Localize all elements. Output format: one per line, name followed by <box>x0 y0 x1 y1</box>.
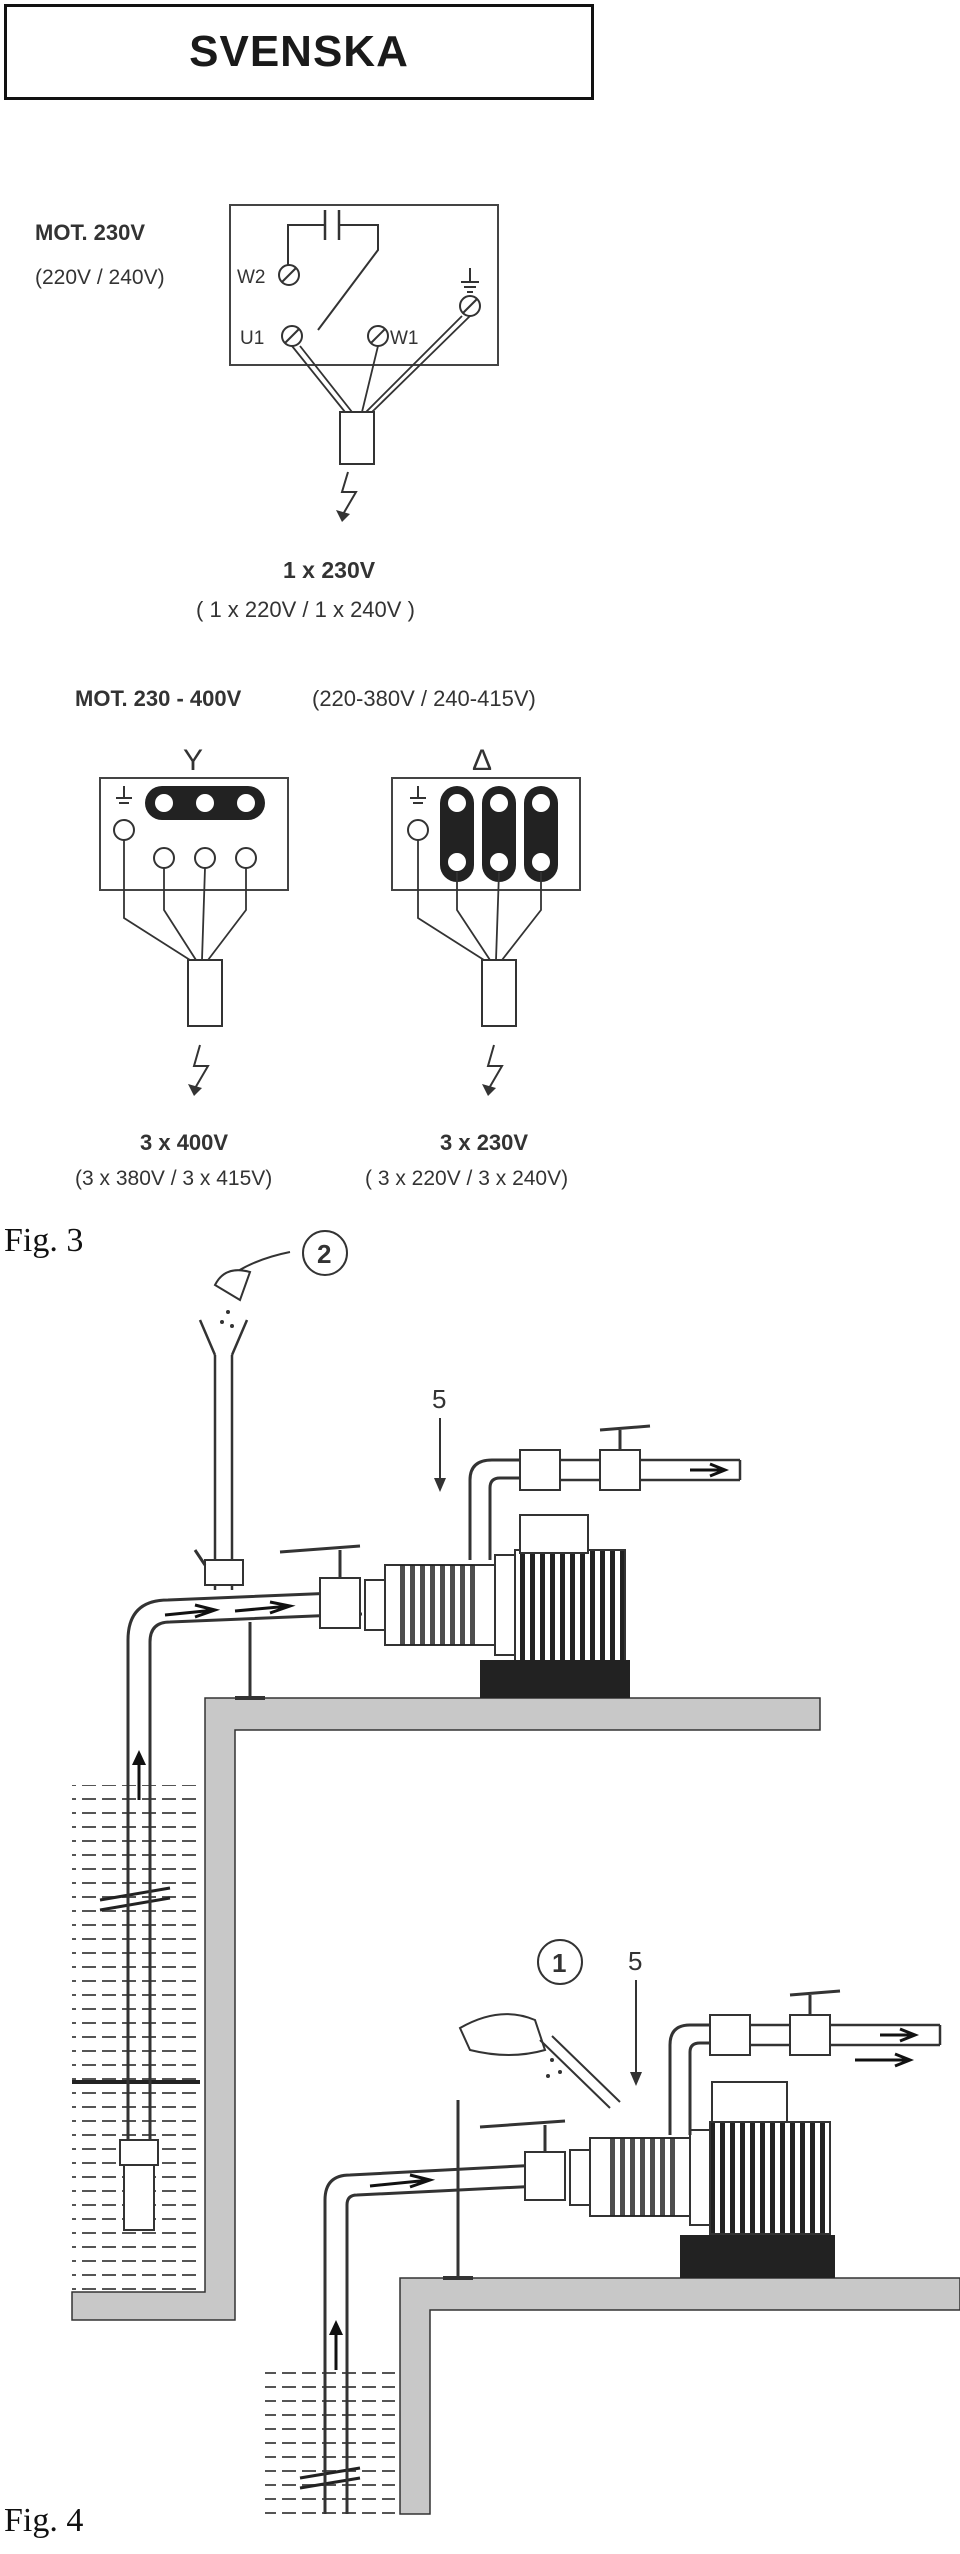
star-supply: 3 x 400V <box>140 1130 228 1155</box>
delta-connection-symbol: Δ <box>472 744 492 777</box>
callout-2-number: 2 <box>317 1239 331 1269</box>
fig3-label: Fig. 3 <box>4 1222 84 1259</box>
single-phase-cable <box>339 411 375 465</box>
single-phase-motor-alt: (220V / 240V) <box>35 266 165 289</box>
bottom-installation: 1 5 <box>265 1939 960 2515</box>
star-connection-symbol: Y <box>183 744 203 777</box>
fig3-wiring-diagram: MOT. 230V (220V / 240V) W2 U1 W1 <box>35 204 581 1190</box>
lightning-icon <box>336 471 358 522</box>
flow-arrow-icon <box>132 1600 296 1800</box>
bottom-discharge-valve <box>709 1989 942 2056</box>
earth-icon <box>410 786 426 804</box>
delta-terminal-box <box>391 777 581 891</box>
three-phase-motor-alt: (220-380V / 240-415V) <box>312 686 536 711</box>
delta-supply-alt: ( 3 x 220V / 3 x 240V) <box>365 1167 568 1190</box>
bottom-part-number-5: 5 <box>628 1946 642 1976</box>
star-terminal-box <box>99 777 289 891</box>
delta-supply: 3 x 230V <box>440 1130 528 1155</box>
bottom-suction-valve <box>479 2119 566 2201</box>
callout-1: 1 <box>537 1939 583 1985</box>
callout-1-number: 1 <box>552 1948 566 1978</box>
lightning-icon <box>482 1044 504 1096</box>
star-cable <box>187 959 223 1027</box>
foot-valve <box>119 2139 159 2231</box>
lightning-icon <box>188 1044 210 1096</box>
top-pump <box>364 1458 630 1698</box>
terminal-label-w2: W2 <box>237 267 266 288</box>
terminal-w2 <box>278 264 300 286</box>
single-phase-supply: 1 x 230V <box>283 557 376 583</box>
language-header: SVENSKA <box>4 4 594 100</box>
bottom-pump <box>569 2023 835 2278</box>
callout-2: 2 <box>302 1230 348 1276</box>
pouring-hand-icon <box>458 2013 621 2109</box>
fig4-installation-diagram: 2 <box>71 1230 960 2515</box>
star-supply-alt: (3 x 380V / 3 x 415V) <box>75 1167 272 1190</box>
flow-arrow-icon <box>690 1462 730 1478</box>
top-discharge-valve <box>519 1424 742 1491</box>
single-phase-terminal-box <box>229 204 499 366</box>
three-phase-motor-label: MOT. 230 - 400V <box>75 686 242 711</box>
single-phase-supply-alt: ( 1 x 220V / 1 x 240V ) <box>196 597 415 622</box>
earth-icon <box>461 268 479 293</box>
terminal-label-u1: U1 <box>240 328 264 349</box>
header-title: SVENSKA <box>189 27 409 76</box>
top-suction-valve <box>279 1544 361 1629</box>
delta-cable <box>481 959 517 1027</box>
pouring-hand-icon <box>213 1251 291 1328</box>
single-phase-diagram: MOT. 230V (220V / 240V) W2 U1 W1 <box>35 204 499 622</box>
bottom-well-water <box>265 2360 395 2514</box>
earth-icon <box>116 786 132 804</box>
flow-arrow-icon <box>329 2173 436 2370</box>
terminal-label-w1: W1 <box>390 328 419 349</box>
top-part-number-5: 5 <box>432 1384 446 1414</box>
flow-arrow-icon <box>855 2027 920 2068</box>
single-phase-motor-label: MOT. 230V <box>35 220 145 245</box>
three-phase-diagram: MOT. 230 - 400V (220-380V / 240-415V) Y … <box>75 686 581 1190</box>
top-installation: 2 <box>71 1230 821 2321</box>
fig4-label: Fig. 4 <box>4 2502 84 2539</box>
